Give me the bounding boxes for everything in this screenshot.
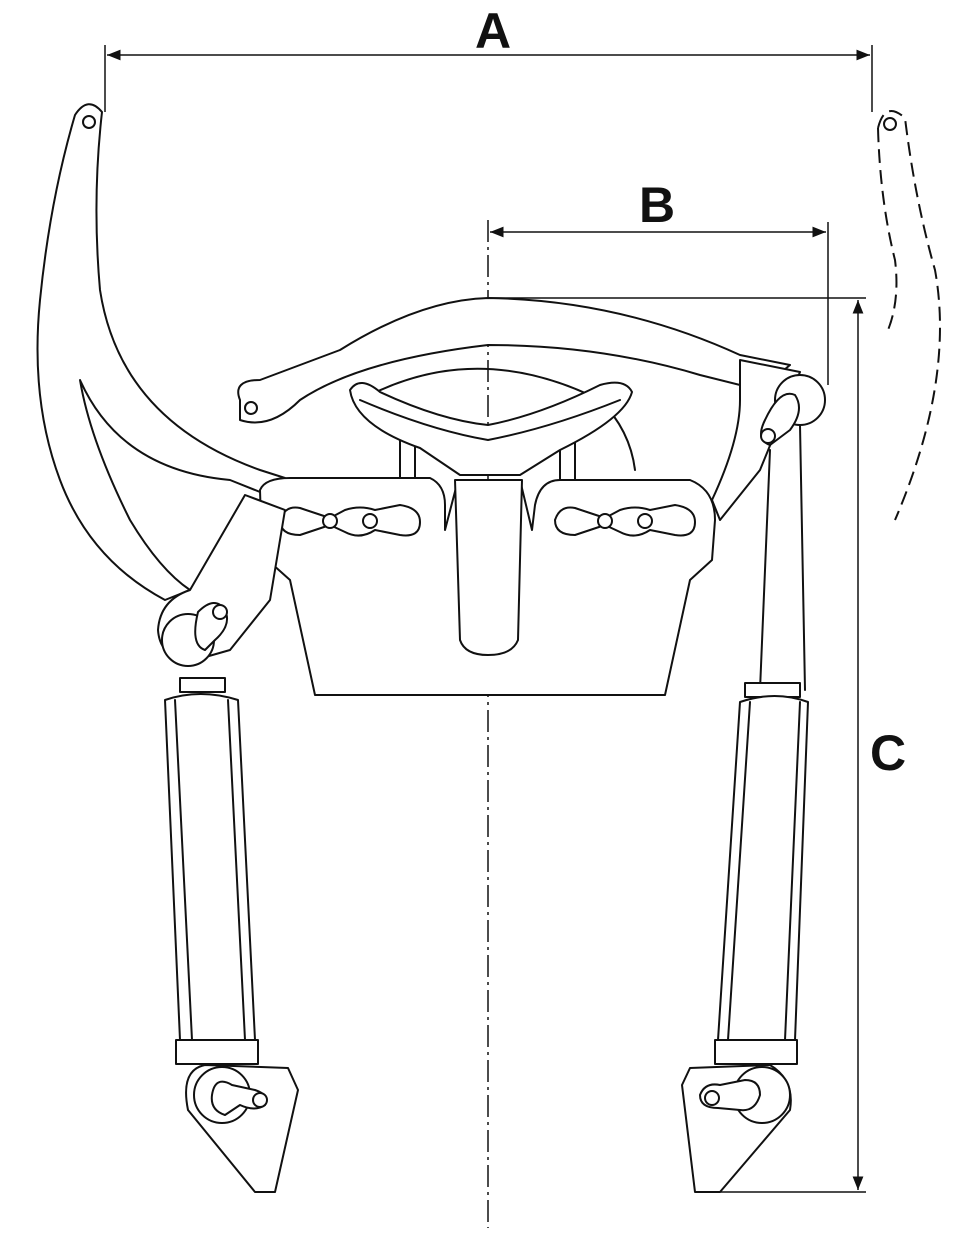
dimension-b-label: B (639, 177, 675, 233)
dimension-b: B (490, 177, 829, 385)
right-hydraulic-cylinder (681, 682, 809, 1193)
mounting-slots (279, 504, 696, 537)
left-lift-arm (36, 103, 293, 601)
left-hydraulic-cylinder (164, 677, 299, 1193)
left-upper-link (157, 494, 286, 667)
right-upper-link (711, 359, 826, 691)
dimension-a: A (104, 3, 873, 112)
dimension-c: C (488, 297, 906, 1193)
right-lift-arm-dashed (877, 109, 941, 521)
dimension-c-label: C (870, 725, 906, 781)
central-body (259, 381, 716, 696)
pin-hole-icon (82, 115, 96, 129)
dimension-a-label: A (475, 3, 511, 59)
